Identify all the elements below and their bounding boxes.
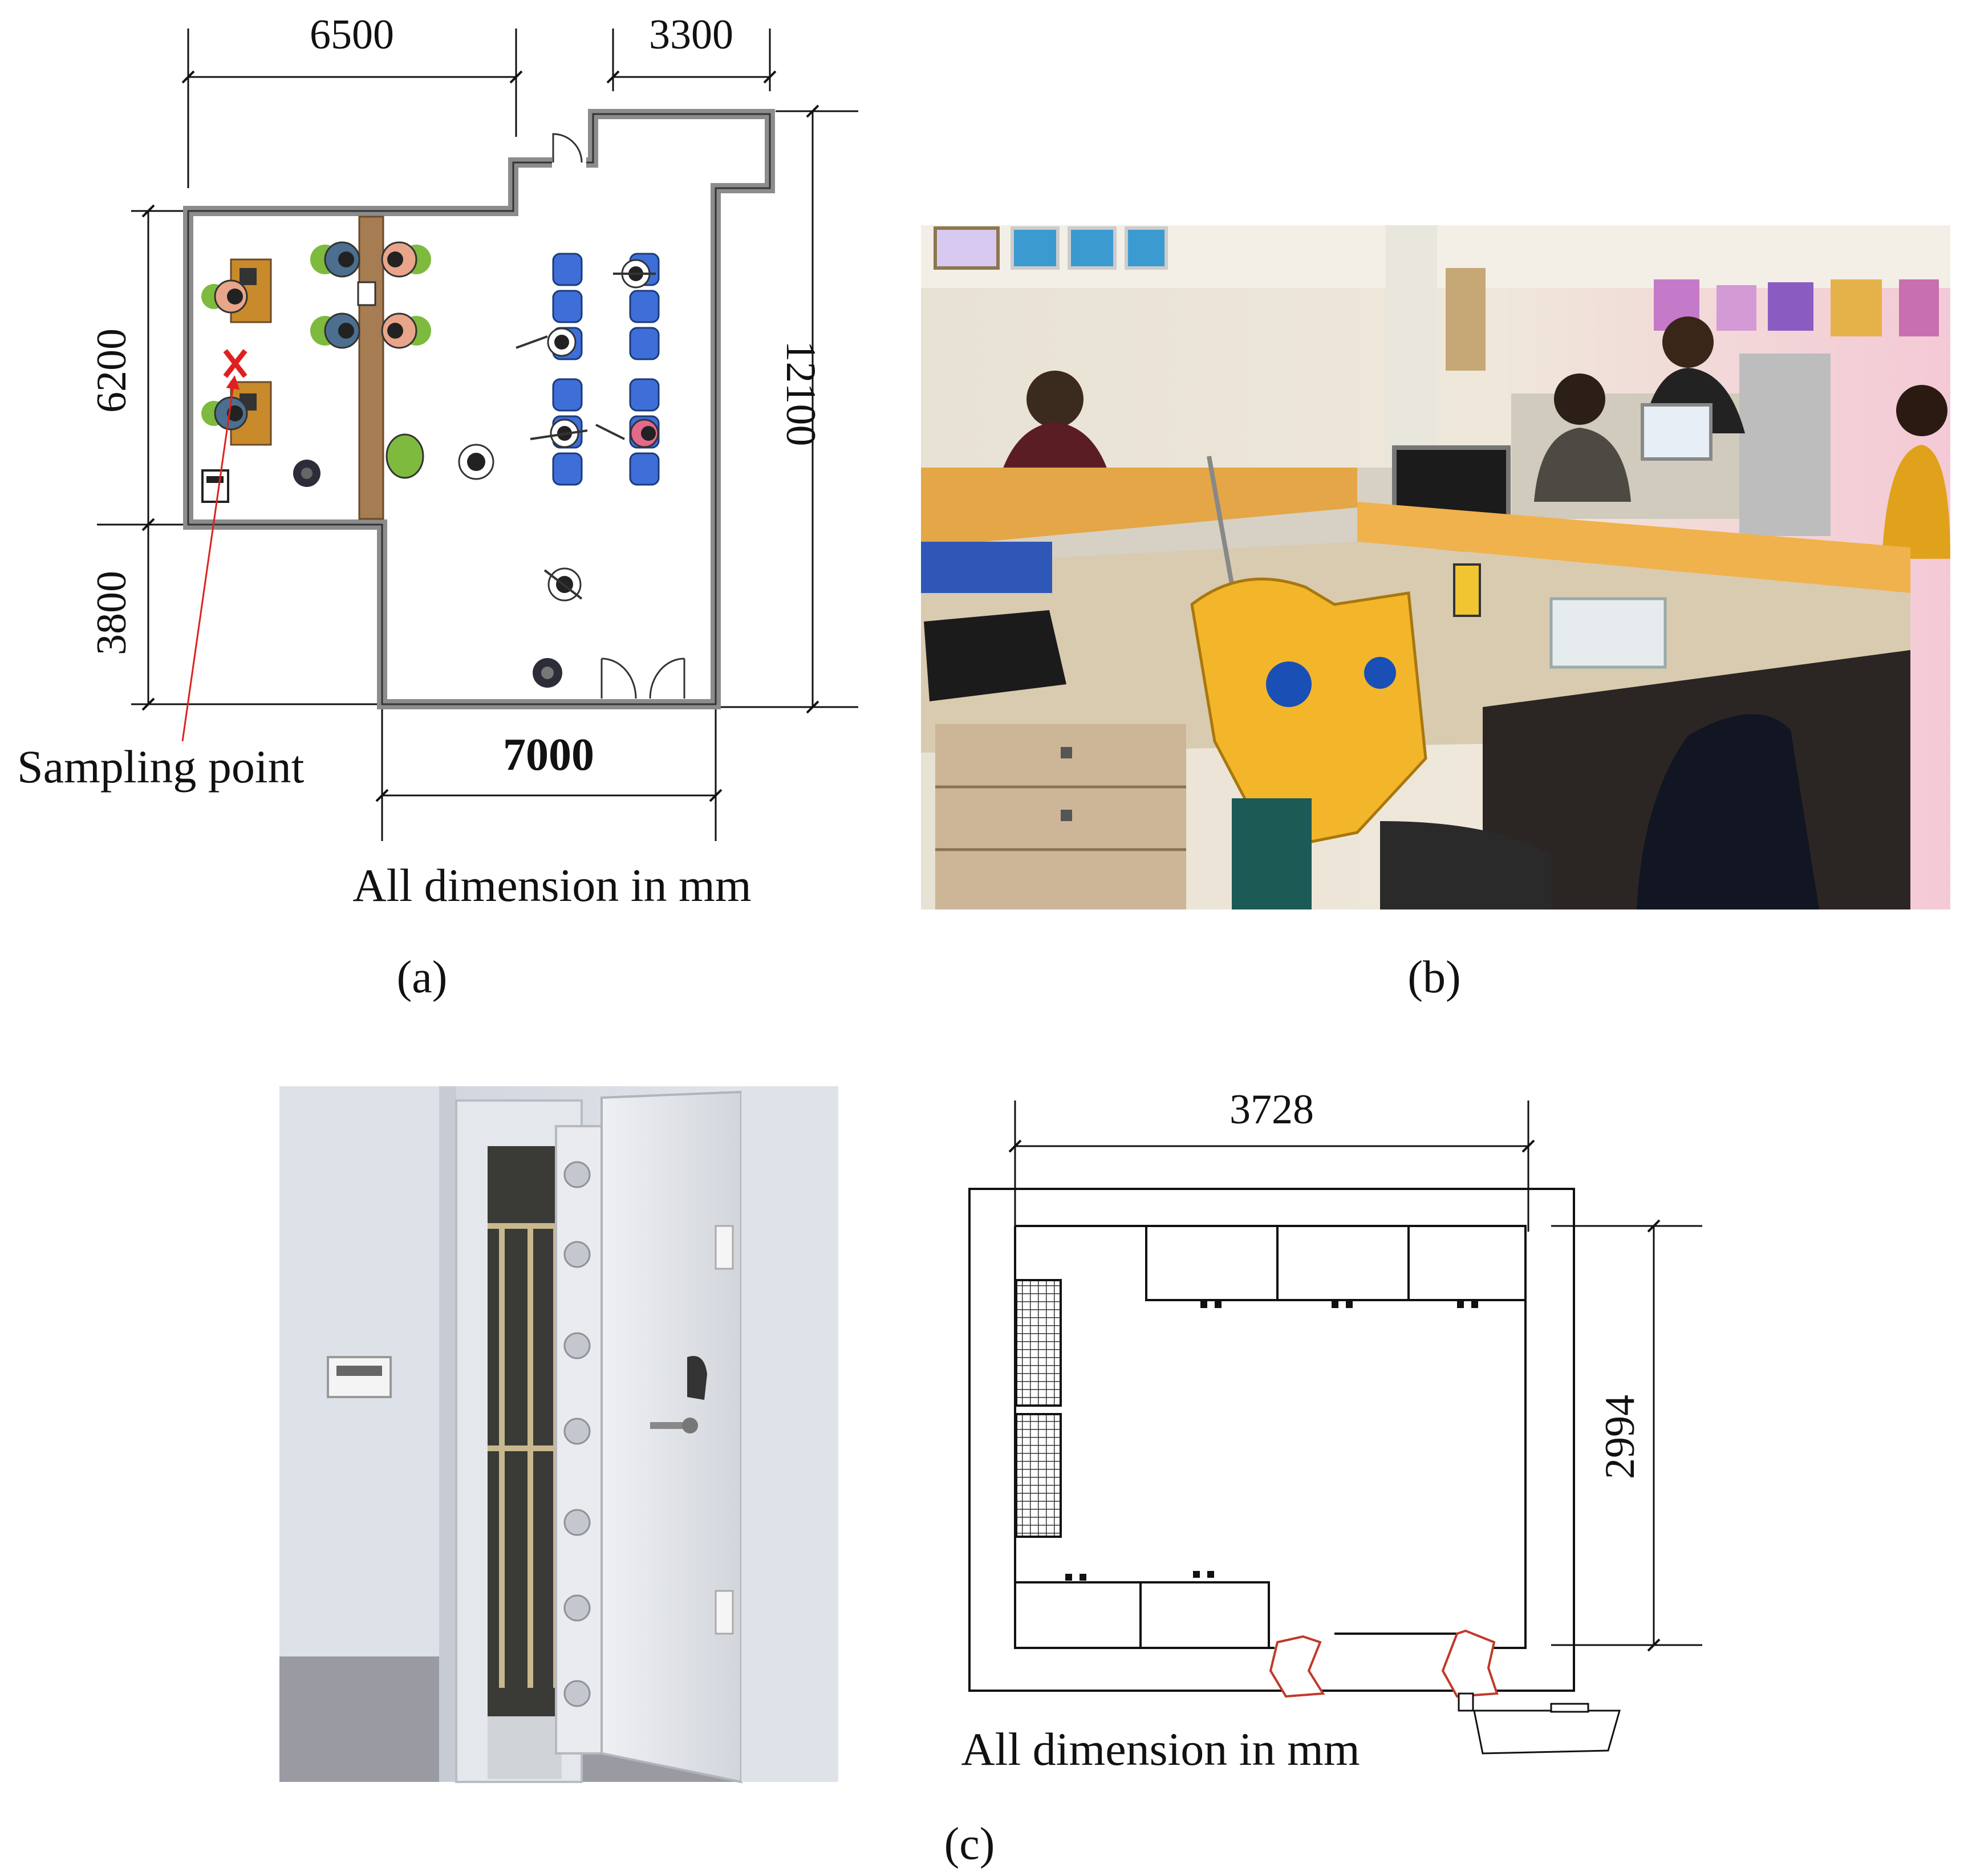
bottom-cabinet-handles xyxy=(1065,1571,1214,1581)
dim-a-bottom: 7000 xyxy=(503,730,594,780)
vault-door-left xyxy=(1269,1635,1325,1698)
dimension-lines-a xyxy=(97,29,858,841)
vault-door-right xyxy=(1441,1629,1499,1698)
vault-bolts xyxy=(563,1161,591,1707)
top-cabinet-handles xyxy=(1200,1301,1478,1308)
external-console xyxy=(1473,1709,1621,1755)
occupants-office xyxy=(201,241,494,487)
panel-a-caption: (a) xyxy=(397,952,448,1002)
shelf-grid-lower xyxy=(1015,1413,1062,1538)
panel-b-office-photo: (b) xyxy=(921,225,1950,1002)
bottom-cabinets xyxy=(1014,1581,1270,1649)
printer-icon xyxy=(201,469,229,503)
dim-a-top-left: 6500 xyxy=(310,11,394,58)
measurement-instrument xyxy=(1190,456,1481,909)
panel-a-floorplan: 6500 3300 6200 3800 12100 7000 xyxy=(17,11,858,1002)
dim-a-right: 12100 xyxy=(777,341,824,446)
panel-b-caption: (b) xyxy=(1407,952,1460,1002)
panel-c-vault-photo xyxy=(279,1086,838,1784)
panel-c-vault-plan: 3728 2994 xyxy=(944,1086,1702,1869)
keypad-icon xyxy=(327,1356,392,1398)
dim-a-left-upper: 6200 xyxy=(88,328,135,413)
top-door-swing xyxy=(552,133,583,163)
waiting-chairs xyxy=(552,253,660,486)
double-door xyxy=(600,657,685,699)
dim-a-top-right: 3300 xyxy=(649,11,733,58)
sampling-point-marker xyxy=(181,349,247,742)
panel-a-unit-note: All dimension in mm xyxy=(352,859,751,911)
vault-outer-wall xyxy=(968,1188,1575,1692)
office-desks xyxy=(230,258,272,446)
room-walls xyxy=(183,109,775,709)
panel-c-caption: (c) xyxy=(944,1819,995,1869)
dim-c-top: 3728 xyxy=(1229,1086,1314,1133)
sampling-point-label: Sampling point xyxy=(17,741,305,793)
wooden-partition xyxy=(358,216,384,520)
top-cabinets xyxy=(1145,1225,1527,1301)
panel-c-unit-note: All dimension in mm xyxy=(961,1723,1360,1775)
dim-c-right: 2994 xyxy=(1597,1395,1644,1479)
dim-a-left-lower: 3800 xyxy=(88,571,135,655)
shelf-grid-upper xyxy=(1015,1279,1062,1407)
vault-dial xyxy=(687,1356,707,1400)
occupants-waiting xyxy=(516,259,659,688)
